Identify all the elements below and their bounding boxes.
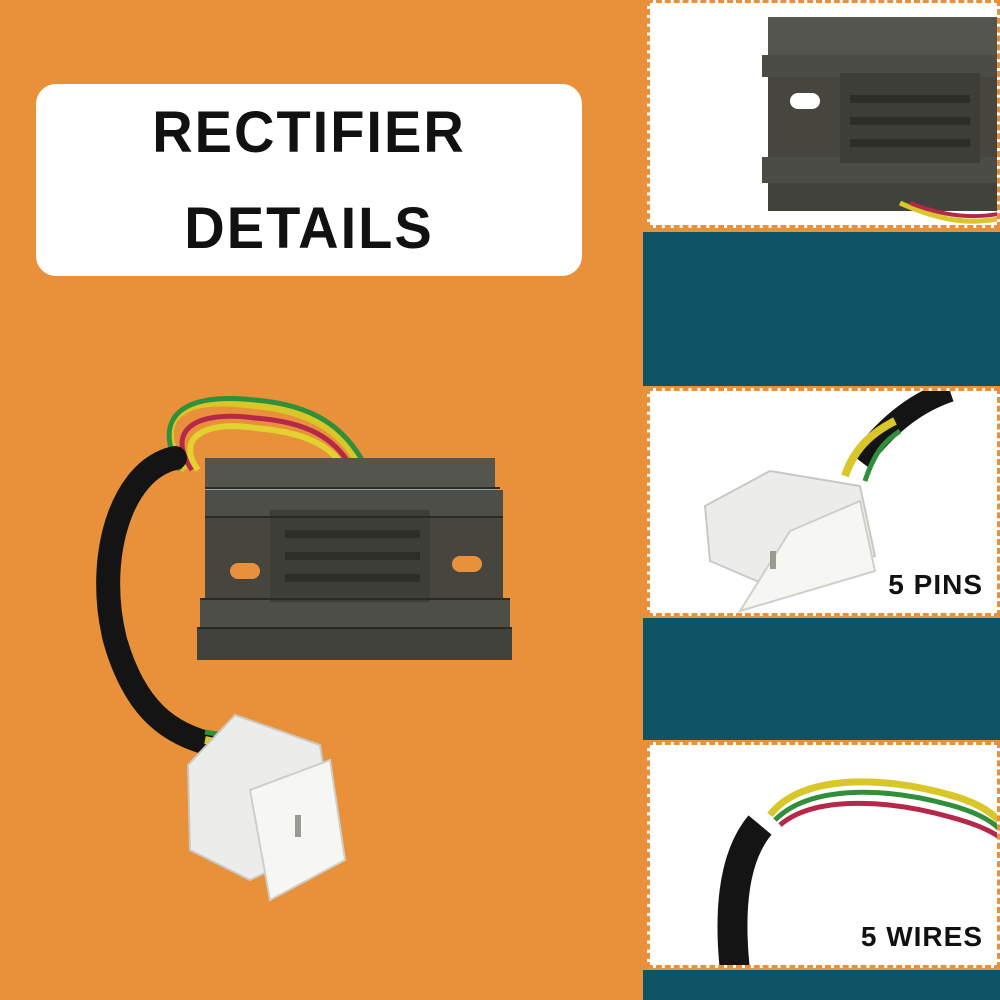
right-section: 5 PINS 5 WIRES xyxy=(643,0,1000,1000)
heatsink-closeup-image xyxy=(762,17,997,224)
rectifier-body xyxy=(197,458,512,660)
title-line-1: RECTIFIER xyxy=(152,98,466,165)
connector-closeup-image xyxy=(703,391,954,613)
wire-sheath xyxy=(96,446,227,757)
wire-green xyxy=(166,395,368,472)
wire-yellow-2 xyxy=(187,423,345,472)
left-section: RECTIFIER DETAILS xyxy=(36,84,582,902)
title-box: RECTIFIER DETAILS xyxy=(36,84,582,276)
wires-closeup-image xyxy=(717,778,997,965)
pins-label: 5 PINS xyxy=(888,569,983,600)
teal-band-1 xyxy=(643,232,1000,386)
wires-label: 5 WIRES xyxy=(860,921,983,952)
wire-red xyxy=(179,413,353,472)
detail-panel-wires: 5 WIRES xyxy=(647,742,1000,968)
detail-panel-pins: 5 PINS xyxy=(647,388,1000,616)
rectifier-product-image xyxy=(96,395,512,902)
teal-band-2 xyxy=(643,618,1000,740)
connector xyxy=(186,713,347,902)
teal-band-3 xyxy=(643,970,1000,1000)
detail-panel-heatsink xyxy=(647,0,1000,228)
title-line-2: DETAILS xyxy=(184,194,434,261)
